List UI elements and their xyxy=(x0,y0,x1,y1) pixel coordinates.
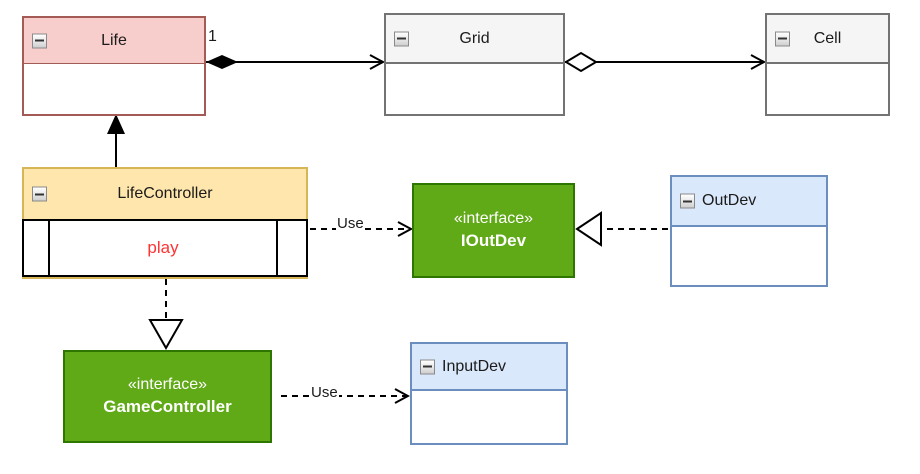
interface-stereotype: «interface» xyxy=(127,376,208,394)
class-name-life: Life xyxy=(101,31,127,49)
interface-name-gamecontroller: GameController xyxy=(103,396,232,416)
class-header-grid: Grid xyxy=(386,15,563,64)
edge-label-use-lifecontroller-ioutdev: Use xyxy=(336,215,365,232)
class-box-grid[interactable]: Grid xyxy=(384,13,565,116)
class-name-grid: Grid xyxy=(459,29,490,47)
collapse-minus-icon[interactable] xyxy=(394,31,409,46)
class-name-outdev: OutDev xyxy=(702,192,757,209)
method-name-play: play xyxy=(147,238,179,257)
class-name-cell: Cell xyxy=(813,29,842,47)
class-header-life: Life xyxy=(24,18,204,64)
interface-box-gamecontroller[interactable]: «interface» GameController xyxy=(63,350,272,443)
class-body-grid xyxy=(386,64,563,114)
interface-stereotype: «interface» xyxy=(453,210,534,228)
class-body-outdev xyxy=(672,227,826,285)
class-box-inputdev[interactable]: InputDev xyxy=(410,342,568,445)
class-box-outdev[interactable]: OutDev xyxy=(670,175,828,287)
class-body-inputdev xyxy=(412,391,566,443)
edge-label-use-inputdev-gamecontroller: Use xyxy=(310,384,339,401)
edge-grid-cell xyxy=(564,51,763,73)
class-name-lifecontroller: LifeController xyxy=(117,185,213,202)
collapse-minus-icon[interactable] xyxy=(775,31,790,46)
class-header-cell: Cell xyxy=(767,15,888,64)
collapse-minus-icon[interactable] xyxy=(32,186,47,202)
class-header-inputdev: InputDev xyxy=(412,344,566,391)
class-box-life[interactable]: Life xyxy=(22,16,206,116)
collapse-minus-icon[interactable] xyxy=(680,193,695,209)
collapse-minus-icon[interactable] xyxy=(420,359,435,374)
interface-box-ioutdev[interactable]: «interface» IOutDev xyxy=(412,183,575,278)
method-name-cell[interactable]: play xyxy=(50,221,276,275)
class-header-outdev: OutDev xyxy=(672,177,826,227)
member-trailing-cell xyxy=(276,221,306,275)
class-box-cell[interactable]: Cell xyxy=(765,13,890,116)
class-body-lifecontroller: play xyxy=(22,219,308,277)
member-visibility-cell xyxy=(24,221,50,275)
edge-lifecontroller-life xyxy=(107,114,125,167)
class-body-life xyxy=(24,64,204,114)
collapse-minus-icon[interactable] xyxy=(32,33,47,48)
class-body-cell xyxy=(767,64,888,114)
edge-lifecontroller-gamecontroller xyxy=(148,279,184,351)
edge-life-grid xyxy=(206,55,382,69)
class-name-inputdev: InputDev xyxy=(442,357,507,375)
interface-name-ioutdev: IOutDev xyxy=(460,230,527,250)
class-header-lifecontroller: LifeController xyxy=(24,169,306,219)
multiplicity-label-life-grid: 1 xyxy=(208,28,217,45)
class-box-lifecontroller[interactable]: LifeController play xyxy=(22,167,308,279)
edge-outdev-ioutdev xyxy=(575,211,668,247)
